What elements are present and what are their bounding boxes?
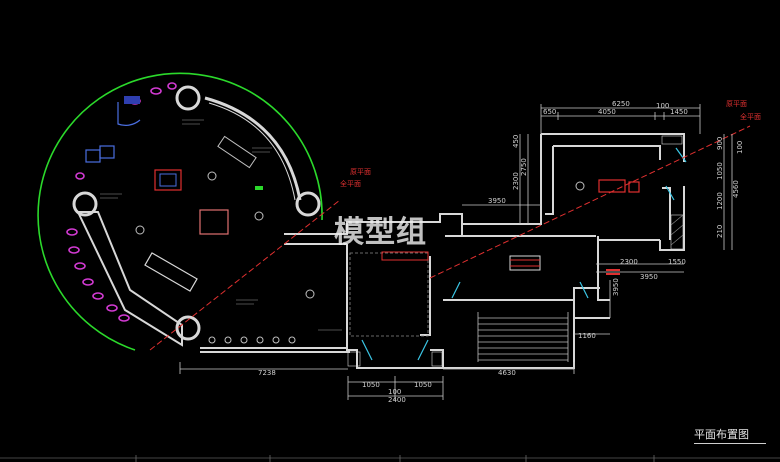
right-room bbox=[461, 133, 685, 301]
drawing-title: 平面布置图 bbox=[694, 426, 766, 444]
stools bbox=[208, 336, 296, 344]
sofa-right-2 bbox=[628, 181, 640, 193]
annotation-marks bbox=[100, 119, 342, 331]
section-label: 全平面 bbox=[340, 179, 361, 188]
dim-text: 3950 bbox=[640, 273, 658, 281]
dim-text: 7238 bbox=[258, 369, 276, 377]
column bbox=[72, 191, 98, 217]
room-marker bbox=[575, 181, 585, 191]
corridor-dash bbox=[349, 252, 429, 337]
display-shelf bbox=[217, 135, 257, 169]
dim-text: 1050 bbox=[414, 381, 432, 389]
display-rack bbox=[509, 255, 541, 271]
sofa bbox=[99, 145, 115, 159]
section-line-right bbox=[429, 125, 751, 279]
dim-text: 4560 bbox=[732, 180, 740, 198]
door-swing bbox=[451, 281, 461, 299]
dim-text: 2750 bbox=[520, 158, 528, 176]
column bbox=[295, 191, 321, 217]
dim-text: 100 bbox=[388, 388, 401, 396]
dim-text: 3950 bbox=[488, 197, 506, 205]
door-swing bbox=[361, 339, 373, 361]
dimension-lines bbox=[0, 104, 780, 459]
watermark-text: 模型组 bbox=[334, 215, 427, 250]
section-label: 全平面 bbox=[740, 112, 761, 121]
dim-text: 450 bbox=[512, 135, 520, 148]
door-swing bbox=[665, 185, 675, 201]
dim-text: 100 bbox=[656, 102, 669, 110]
dimension-texts: 6250 650 4050 100 1450 450 2750 2300 395… bbox=[258, 100, 744, 404]
dim-text: 210 bbox=[716, 225, 724, 238]
column bbox=[175, 315, 201, 341]
display-counter bbox=[381, 251, 429, 261]
door-swing bbox=[579, 281, 589, 299]
display-table-inner bbox=[159, 173, 177, 187]
dim-text: 3950 bbox=[612, 278, 620, 296]
dim-text: 1200 bbox=[716, 192, 724, 210]
dim-text: 6250 bbox=[612, 100, 630, 108]
dim-text: 4630 bbox=[498, 369, 516, 377]
dim-text: 1050 bbox=[716, 162, 724, 180]
left-wall-band bbox=[76, 211, 183, 347]
blue-door bbox=[124, 96, 140, 104]
column bbox=[175, 85, 201, 111]
dim-text: 2400 bbox=[388, 396, 406, 404]
dim-text: 650 bbox=[543, 108, 556, 116]
round-showroom bbox=[37, 72, 342, 351]
dim-text: 2300 bbox=[512, 172, 520, 190]
dim-text: 100 bbox=[736, 141, 744, 154]
counter bbox=[144, 252, 198, 292]
dim-text: 900 bbox=[716, 137, 724, 150]
door-swing bbox=[417, 339, 429, 361]
sofa-right bbox=[598, 179, 626, 193]
dim-text: 1160 bbox=[578, 332, 596, 340]
sheet-ticks bbox=[135, 455, 655, 462]
section-label: 原平面 bbox=[350, 168, 371, 176]
dim-text: 1550 bbox=[668, 258, 686, 266]
dim-text: 2300 bbox=[620, 258, 638, 266]
section-line bbox=[149, 199, 341, 351]
stairs bbox=[477, 312, 569, 362]
sofa bbox=[85, 149, 101, 163]
dim-text: 1050 bbox=[362, 381, 380, 389]
door-swing bbox=[117, 102, 141, 126]
inner-wall-arc-2 bbox=[208, 102, 296, 201]
dim-text: 1450 bbox=[670, 108, 688, 116]
inner-wall-arc bbox=[204, 96, 302, 201]
display-table bbox=[154, 169, 182, 191]
door-swing bbox=[675, 147, 687, 163]
square-table bbox=[199, 209, 229, 235]
planters-left bbox=[66, 82, 177, 322]
hatched-walls bbox=[347, 135, 684, 367]
label-sign bbox=[255, 186, 263, 190]
room-markers bbox=[135, 171, 315, 299]
section-label: 原平面 bbox=[726, 100, 747, 108]
arc-boundary bbox=[37, 72, 323, 351]
dim-text: 4050 bbox=[598, 108, 616, 116]
